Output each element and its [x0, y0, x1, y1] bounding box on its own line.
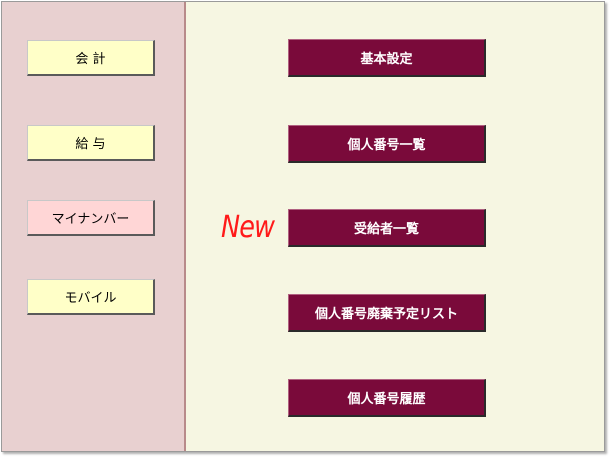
sidebar-item-mobile[interactable]: モバイル	[27, 279, 155, 315]
disposal-schedule-list-button[interactable]: 個人番号廃棄予定リスト	[288, 294, 486, 332]
main-panel: New 基本設定 個人番号一覧 受給者一覧 個人番号廃棄予定リスト 個人番号履歴	[186, 2, 604, 451]
basic-settings-button[interactable]: 基本設定	[288, 39, 486, 77]
sidebar-item-my-number[interactable]: マイナンバー	[27, 200, 155, 236]
sidebar-item-accounting[interactable]: 会 計	[27, 40, 155, 76]
new-badge: New	[221, 210, 275, 245]
sidebar-item-payroll[interactable]: 給 与	[27, 125, 155, 161]
recipient-list-button[interactable]: 受給者一覧	[288, 209, 486, 247]
personal-number-list-button[interactable]: 個人番号一覧	[288, 125, 486, 163]
personal-number-history-button[interactable]: 個人番号履歴	[288, 379, 486, 417]
app-window: 会 計 給 与 マイナンバー モバイル New 基本設定 個人番号一覧 受給者一…	[1, 1, 605, 452]
sidebar: 会 計 給 与 マイナンバー モバイル	[2, 2, 186, 451]
